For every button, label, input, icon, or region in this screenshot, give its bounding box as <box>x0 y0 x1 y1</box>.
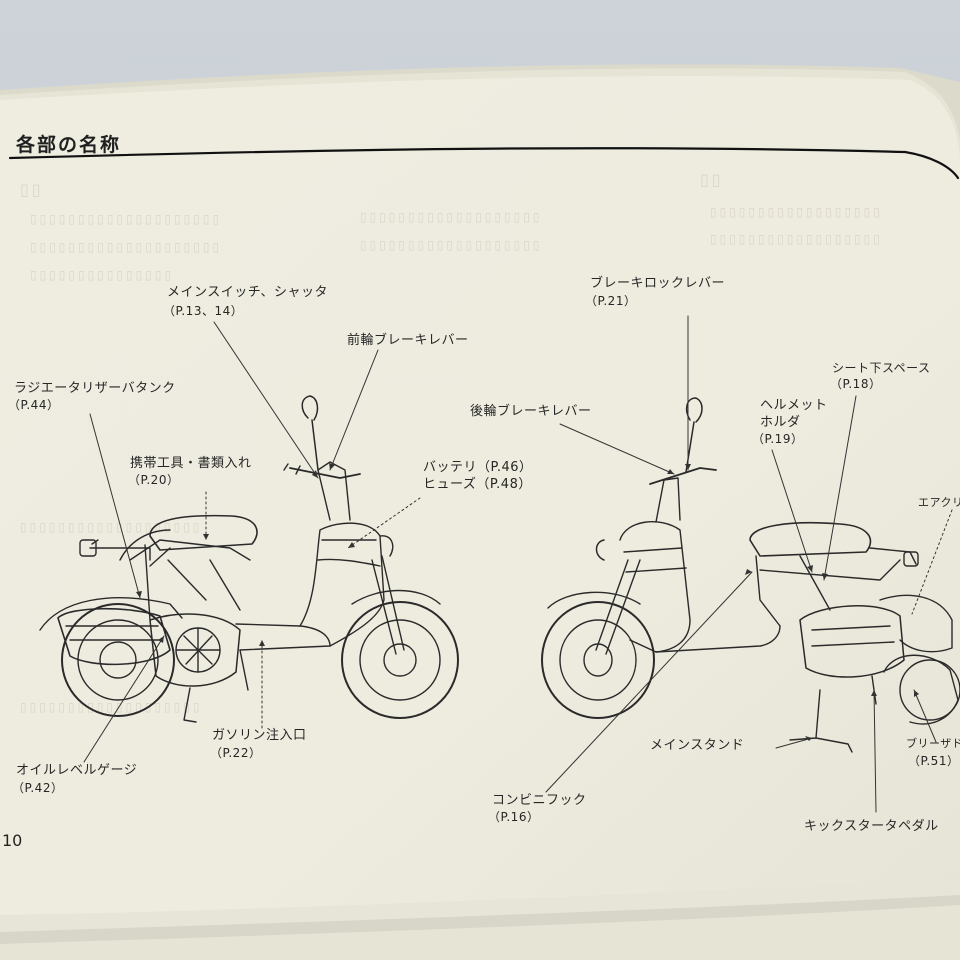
label-tool-kit: 携帯工具・書類入れ <box>130 456 252 471</box>
show-through-heading: ▯▯ <box>700 170 724 189</box>
ref-brake-lock-lever: （P.21） <box>585 294 637 308</box>
label-breather-drain: ブリーザドレ <box>906 737 960 750</box>
page-number: 10 <box>2 831 23 850</box>
show-through-text: ▯▯▯▯▯▯▯▯▯▯▯▯▯▯▯▯▯▯ <box>710 205 883 219</box>
show-through-text: ▯▯▯▯▯▯▯▯▯▯▯▯▯▯▯▯▯▯ <box>710 232 883 246</box>
ref-fuel-filler: （P.22） <box>210 746 262 760</box>
label-convenience-hook: コンビニフック <box>492 793 587 808</box>
leader-arrowheads <box>136 463 919 741</box>
page-title: 各部の名称 <box>16 134 122 156</box>
ref-tool-kit: （P.20） <box>128 473 180 487</box>
label-under-seat-space: シート下スペース <box>832 361 931 375</box>
show-through-text: ▯▯▯▯▯▯▯▯▯▯▯▯▯▯▯▯▯▯▯▯ <box>30 240 223 254</box>
label-main-stand: メインスタンド <box>650 738 745 753</box>
label-main-switch: メインスイッチ、シャッタ <box>167 285 328 300</box>
label-helmet-holder-2: ホルダ <box>760 415 801 430</box>
right-scooter-drawing <box>541 397 960 753</box>
show-through-text: ▯▯▯▯▯▯▯▯▯▯▯▯▯▯▯▯▯▯▯ <box>360 238 543 252</box>
label-brake-lock-lever: ブレーキロックレバー <box>590 276 726 291</box>
ref-oil-level-gauge: （P.42） <box>12 781 64 795</box>
header-rule <box>8 147 960 180</box>
show-through-text: ▯▯▯▯▯▯▯▯▯▯▯▯▯▯▯▯▯▯▯ <box>360 210 543 224</box>
label-helmet-holder: ヘルメット <box>760 398 828 413</box>
ref-radiator-reserve-tank: （P.44） <box>8 398 60 412</box>
ref-helmet-holder: （P.19） <box>752 432 804 446</box>
label-front-brake-lever: 前輪ブレーキレバー <box>347 333 469 348</box>
show-through-text: ▯▯▯▯▯▯▯▯▯▯▯▯▯▯▯▯▯▯▯▯ <box>30 212 223 226</box>
show-through-text: ▯▯▯▯▯▯▯▯▯▯▯▯▯▯▯ <box>30 268 175 282</box>
label-fuel-filler: ガソリン注入口 <box>212 728 307 743</box>
label-kick-starter-pedal: キックスタータペダル <box>804 819 939 834</box>
label-radiator-reserve-tank: ラジエータリザーバタンク <box>14 381 176 396</box>
ref-main-switch: （P.13、14） <box>163 304 244 318</box>
label-air-cleaner: エアクリー <box>918 496 960 509</box>
label-battery: バッテリ（P.46） <box>423 460 533 475</box>
label-fuse: ヒューズ（P.48） <box>423 477 532 492</box>
ref-convenience-hook: （P.16） <box>488 810 540 824</box>
label-oil-level-gauge: オイルレベルゲージ <box>16 763 138 778</box>
left-scooter-drawing <box>39 395 459 723</box>
label-rear-brake-lever: 後輪ブレーキレバー <box>470 404 592 419</box>
show-through-heading: ▯▯ <box>20 180 44 199</box>
show-through-text: ▯▯▯▯▯▯▯▯▯▯▯▯▯▯▯▯▯▯▯ <box>20 520 203 534</box>
ref-under-seat-space: （P.18） <box>830 377 882 391</box>
leader-lines <box>83 315 953 813</box>
ref-breather-drain: （P.51） <box>908 754 960 768</box>
